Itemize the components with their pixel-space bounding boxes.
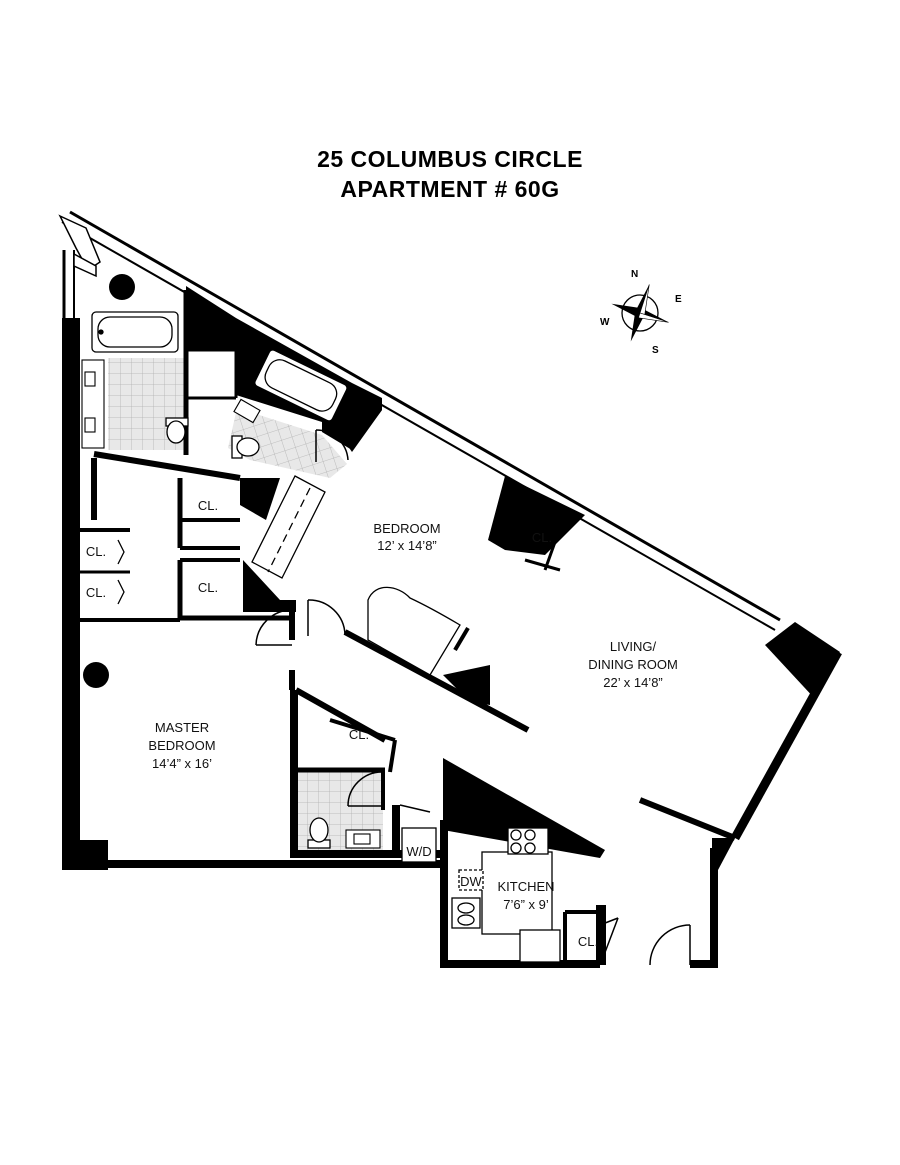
- closet-slider: [251, 475, 326, 579]
- master-name-1: MASTER: [155, 720, 209, 735]
- master-name-2: BEDROOM: [148, 738, 215, 753]
- living-name-1: LIVING/: [610, 639, 657, 654]
- toilet: [307, 817, 331, 849]
- wall-masses: [62, 286, 840, 968]
- room-labels: BEDROOM 12’ x 14’8” LIVING/ DINING ROOM …: [148, 521, 677, 912]
- closet-label: CL.: [349, 727, 369, 742]
- compass-w: W: [600, 317, 610, 328]
- dishwasher-label: DW: [460, 874, 482, 889]
- compass-n: N: [631, 269, 638, 280]
- compass-rose-icon: N E S W: [600, 269, 682, 356]
- master-dims: 14’4” x 16’: [152, 756, 212, 771]
- structural-columns: [83, 274, 135, 688]
- kitchen-dims: 7’6” x 9’: [503, 897, 549, 912]
- closet-labels: CL. CL. CL. CL. CL. CL. CL. W/D DW: [86, 498, 598, 949]
- bed-outline: [367, 586, 461, 676]
- interior-walls: [74, 290, 737, 962]
- compass-s: S: [652, 345, 659, 356]
- closet-label: CL.: [86, 544, 106, 559]
- toilet: [231, 435, 260, 459]
- washer-dryer: [401, 827, 437, 863]
- closet-bifold-doors: [117, 539, 125, 605]
- washer-dryer-label: W/D: [406, 844, 431, 859]
- kitchen-name: KITCHEN: [497, 879, 554, 894]
- bedroom-name: BEDROOM: [373, 521, 440, 536]
- bedroom-dims: 12’ x 14’8”: [377, 538, 437, 553]
- window-bay: [58, 214, 101, 278]
- closet-label: CL.: [532, 530, 552, 545]
- plan-title-line2: APARTMENT # 60G: [340, 176, 560, 202]
- closet-label: CL.: [198, 580, 218, 595]
- living-name-2: DINING ROOM: [588, 657, 678, 672]
- bathtub: [91, 311, 179, 353]
- toilet: [165, 417, 189, 444]
- living-dims: 22’ x 14’8”: [603, 675, 663, 690]
- bathtub: [254, 349, 348, 422]
- closet-label: CL.: [578, 934, 598, 949]
- kitchen-counter: [451, 827, 561, 963]
- closet-label: CL.: [86, 585, 106, 600]
- vanity-sink: [81, 359, 381, 849]
- closet-label: CL.: [198, 498, 218, 513]
- compass-e: E: [675, 294, 682, 305]
- plan-title-line1: 25 COLUMBUS CIRCLE: [317, 146, 583, 172]
- door-swings: [255, 429, 691, 966]
